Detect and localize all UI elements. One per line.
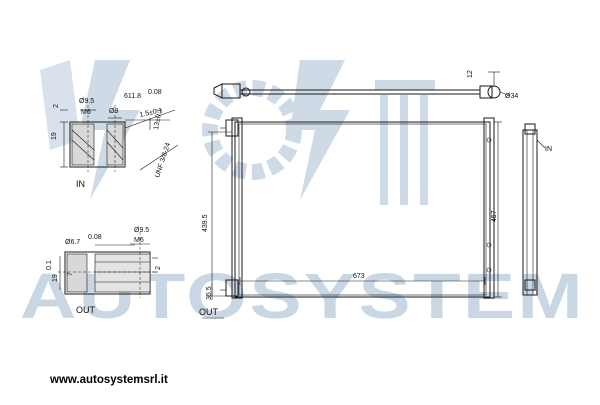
in-dim-19: 19 xyxy=(51,132,58,140)
out-dim-19-tolerance: 0.1 xyxy=(46,260,53,270)
in-detail-label: IN xyxy=(76,179,85,189)
out-dim-2: 2 xyxy=(155,266,162,270)
out-detail-label: OUT xyxy=(76,305,96,315)
main-dim-439-5: 439.5 xyxy=(202,214,209,232)
out-dim-diameter-6-7: Ø6.7 xyxy=(65,239,80,246)
main-dim-diameter-34: Ø34 xyxy=(505,93,518,100)
in-dim-13: 13±0.1 xyxy=(153,108,164,130)
in-port-label: IN xyxy=(545,146,552,153)
condenser-side-view xyxy=(522,123,546,296)
out-dim-19: 19 xyxy=(52,274,59,282)
in-dim-thread: UNF 3/8-24 xyxy=(154,142,172,179)
in-dim-diameter-9-5: Ø9.5 xyxy=(79,98,94,105)
condenser-core xyxy=(202,117,502,319)
website-url: www.autosystemsrl.it xyxy=(49,374,168,386)
in-fitting-detail xyxy=(60,105,179,172)
in-dim-1-5: 1.5±0.1 xyxy=(139,107,163,119)
main-dim-35-5: 35.5 xyxy=(206,286,213,300)
in-dim-2: 2 xyxy=(53,104,60,108)
in-dim-611-8: 611.8 xyxy=(124,93,141,100)
in-dim-m6: M6 xyxy=(81,109,91,116)
out-fitting-detail xyxy=(58,232,158,298)
out-dim-diameter-6-7-tolerance: 0.08 xyxy=(88,234,102,241)
main-dim-673: 673 xyxy=(353,273,365,280)
out-port-label: OUT xyxy=(199,307,219,317)
top-view-drier xyxy=(213,71,511,99)
main-dim-12: 12 xyxy=(467,70,474,78)
out-dim-7: 7 xyxy=(67,272,74,276)
in-dim-611-8-tolerance: 0.08 xyxy=(148,89,162,96)
main-dim-457: 457 xyxy=(491,210,498,222)
in-dim-diameter-9: Ø9 xyxy=(109,108,118,115)
out-dim-diameter-9-5: Ø9.5 xyxy=(134,227,149,234)
out-dim-m6: M6 xyxy=(134,237,144,244)
